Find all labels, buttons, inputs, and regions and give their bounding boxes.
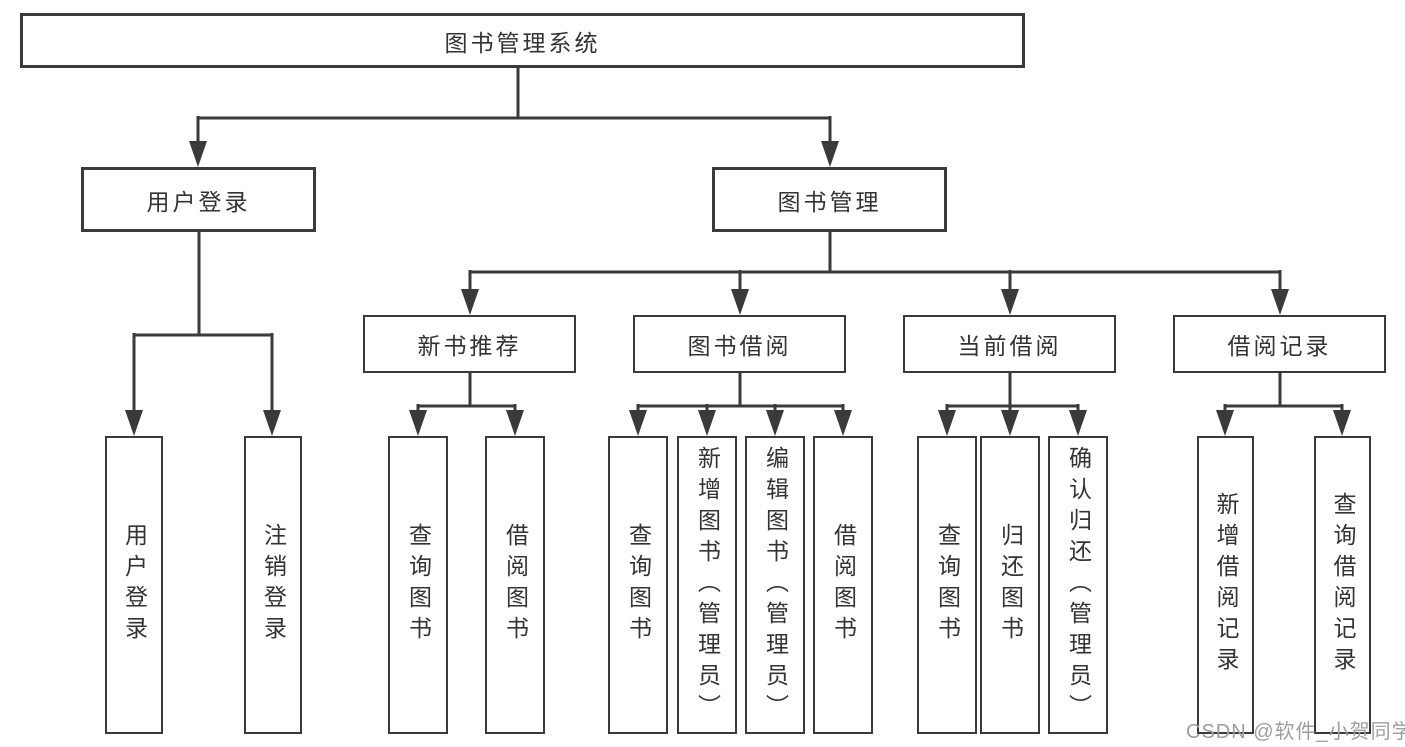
node-user-login: 用户登录 [81,167,316,232]
leaf-current-return-books-label: 归还图书 [997,523,1024,647]
leaf-user-login: 用户登录 [105,436,163,734]
leaf-logout: 注销登录 [244,436,302,734]
leaf-borrow-edit-books-admin: 编辑图书（管理员） [745,436,805,734]
leaf-records-query-record-label: 查询借阅记录 [1330,492,1356,678]
node-current-borrow: 当前借阅 [903,315,1116,373]
leaf-records-add-record-label: 新增借阅记录 [1213,492,1239,678]
leaf-borrow-add-books-admin-label: 新增图书（管理员） [694,445,721,725]
node-root: 图书管理系统 [20,13,1025,68]
leaf-logout-label: 注销登录 [260,523,287,647]
node-borrow-records: 借阅记录 [1173,315,1386,373]
leaf-current-confirm-return-admin: 确认归还（管理员） [1048,436,1108,734]
leaf-records-add-record: 新增借阅记录 [1197,436,1254,734]
leaf-recommend-query-books: 查询图书 [388,436,448,734]
leaf-recommend-borrow-books-label: 借阅图书 [502,523,529,647]
leaf-recommend-query-books-label: 查询图书 [405,523,432,647]
leaf-current-query-books: 查询图书 [917,436,977,734]
leaf-borrow-query-books: 查询图书 [608,436,668,734]
node-book-borrow: 图书借阅 [633,315,846,373]
leaf-borrow-query-books-label: 查询图书 [625,523,652,647]
node-new-book-recommend: 新书推荐 [363,315,576,373]
csdn-watermark: CSDN @软件_小贺同学 [1186,721,1405,743]
leaf-current-return-books: 归还图书 [980,436,1040,734]
leaf-borrow-add-books-admin: 新增图书（管理员） [677,436,737,734]
leaf-current-confirm-return-admin-label: 确认归还（管理员） [1065,445,1092,725]
node-book-management: 图书管理 [712,167,947,232]
leaf-recommend-borrow-books: 借阅图书 [485,436,545,734]
leaf-user-login-label: 用户登录 [121,523,148,647]
leaf-borrow-borrow-books-label: 借阅图书 [830,523,857,647]
leaf-current-query-books-label: 查询图书 [934,523,961,647]
leaf-borrow-edit-books-admin-label: 编辑图书（管理员） [762,445,789,725]
leaf-records-query-record: 查询借阅记录 [1314,436,1371,734]
leaf-borrow-borrow-books: 借阅图书 [813,436,873,734]
